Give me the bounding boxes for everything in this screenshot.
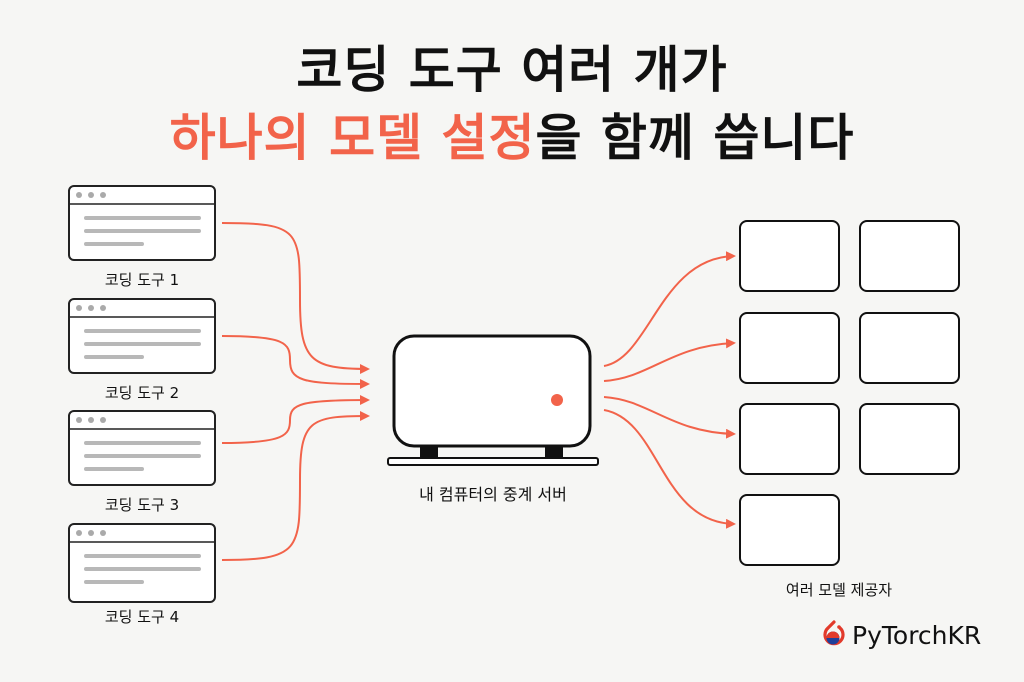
tool-label-4: 코딩 도구 4	[105, 608, 179, 626]
brand-name: PyTorchKR	[852, 620, 982, 650]
arrow-tool4-to-relay	[221, 411, 370, 561]
provider-box	[859, 220, 960, 292]
provider-box	[739, 494, 840, 566]
coding-tool-window-4: 코딩 도구 4	[68, 523, 216, 626]
coding-tool-window-1: 코딩 도구 1	[68, 185, 216, 289]
provider-box	[739, 220, 840, 292]
pytorch-flame-icon	[823, 620, 845, 646]
arrow-relay-to-provider-row3	[603, 396, 736, 439]
tool-label-2: 코딩 도구 2	[105, 384, 179, 402]
brand-pytorchkr: PyTorchKR	[820, 620, 981, 650]
arrow-relay-to-provider-row2	[603, 338, 736, 382]
arrow-tool1-to-relay	[221, 222, 370, 374]
relay-server-label: 내 컴퓨터의 중계 서버	[419, 485, 567, 504]
provider-box	[859, 312, 960, 384]
arrow-tool2-to-relay	[221, 335, 370, 389]
tool-label-1: 코딩 도구 1	[105, 271, 179, 289]
coding-tool-window-2: 코딩 도구 2	[68, 298, 216, 402]
provider-box	[739, 312, 840, 384]
tool-label-3: 코딩 도구 3	[105, 496, 179, 514]
title-line-1: 코딩 도구 여러 개가	[296, 41, 728, 99]
title-rest: 을 함께 씁니다	[535, 109, 855, 167]
providers-label: 여러 모델 제공자	[786, 581, 892, 599]
title-highlight: 하나의 모델 설정	[169, 109, 536, 167]
arrow-relay-to-provider-row4	[603, 409, 736, 529]
provider-box	[739, 403, 840, 475]
status-led-icon	[551, 394, 563, 406]
provider-box	[859, 403, 960, 475]
arrow-tool3-to-relay	[221, 395, 370, 444]
title-line-2: 하나의 모델 설정을 함께 씁니다	[0, 98, 1024, 170]
arrow-relay-to-provider-row1	[603, 251, 736, 367]
relay-server-device: 내 컴퓨터의 중계 서버	[387, 334, 599, 504]
coding-tool-window-3: 코딩 도구 3	[68, 410, 216, 514]
